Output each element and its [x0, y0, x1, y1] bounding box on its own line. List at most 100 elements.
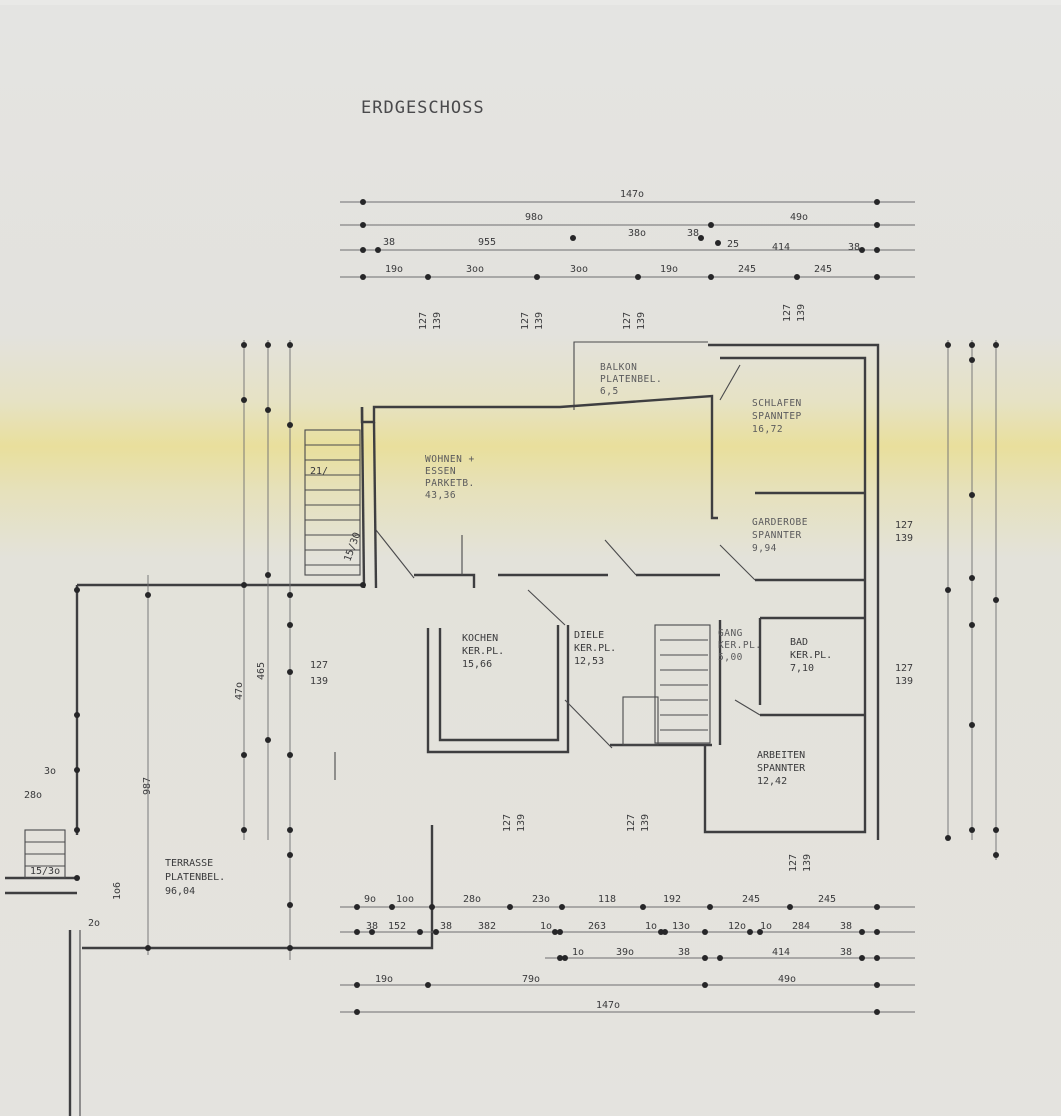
svg-text:127: 127 [418, 312, 429, 330]
svg-text:38: 38 [678, 947, 690, 958]
svg-text:ARBEITEN: ARBEITEN [757, 750, 805, 761]
svg-text:49o: 49o [778, 974, 796, 985]
svg-text:SPANNTEP: SPANNTEP [752, 411, 802, 422]
room-label-garderobe: GARDEROBE SPANNTER 9,94 [752, 517, 808, 554]
svg-text:GARDEROBE: GARDEROBE [752, 517, 808, 528]
svg-text:28o: 28o [24, 790, 42, 801]
svg-text:127: 127 [502, 814, 513, 832]
svg-text:1o: 1o [760, 921, 772, 932]
svg-text:SPANNTER: SPANNTER [757, 763, 806, 774]
svg-text:38: 38 [848, 242, 860, 253]
svg-text:139: 139 [796, 304, 807, 322]
svg-text:382: 382 [478, 921, 496, 932]
svg-text:139: 139 [895, 533, 913, 544]
plan-title: ERDGESCHOSS [361, 98, 485, 118]
room-label-kochen: KOCHEN KER.PL. 15,66 [462, 633, 504, 670]
svg-text:955: 955 [478, 237, 496, 248]
svg-text:PLATENBEL.: PLATENBEL. [600, 374, 662, 385]
svg-text:414: 414 [772, 242, 790, 253]
paper-edge [0, 0, 1061, 5]
svg-text:1o6: 1o6 [112, 882, 123, 900]
room-label-schlafen: SCHLAFEN SPANNTEP 16,72 [752, 398, 802, 435]
svg-text:139: 139 [534, 312, 545, 330]
room-label-arbeiten: ARBEITEN SPANNTER 12,42 [757, 750, 806, 787]
svg-text:1o: 1o [572, 947, 584, 958]
svg-text:13o: 13o [672, 921, 690, 932]
svg-text:96,04: 96,04 [165, 886, 195, 897]
svg-text:ESSEN: ESSEN [425, 466, 456, 477]
svg-text:127: 127 [520, 312, 531, 330]
svg-text:23o: 23o [532, 894, 550, 905]
svg-text:263: 263 [588, 921, 606, 932]
svg-text:43,36: 43,36 [425, 490, 456, 501]
svg-text:139: 139 [640, 814, 651, 832]
svg-text:KER.PL.: KER.PL. [790, 650, 832, 661]
svg-text:12o: 12o [728, 921, 746, 932]
svg-text:1o: 1o [540, 921, 552, 932]
svg-text:38o: 38o [628, 228, 646, 239]
top-dimension-lines [340, 201, 915, 278]
svg-text:6,5: 6,5 [600, 386, 619, 397]
door-swings [375, 364, 761, 749]
svg-text:127: 127 [622, 312, 633, 330]
svg-text:139: 139 [432, 312, 443, 330]
svg-text:SPANNTER: SPANNTER [752, 530, 802, 541]
svg-text:PARKETB.: PARKETB. [425, 478, 475, 489]
svg-text:127: 127 [895, 520, 913, 531]
svg-text:12,53: 12,53 [574, 656, 604, 667]
room-label-gang: GANG KER.PL. 5,00 [718, 628, 762, 663]
svg-text:465: 465 [256, 662, 267, 680]
svg-text:WOHNEN +: WOHNEN + [425, 454, 475, 465]
svg-text:147o: 147o [596, 1000, 620, 1011]
stair-marks: 21/ 15/30 15/3o [30, 466, 363, 877]
svg-text:147o: 147o [620, 189, 644, 200]
svg-text:39o: 39o [616, 947, 634, 958]
svg-text:192: 192 [663, 894, 681, 905]
svg-text:127: 127 [782, 304, 793, 322]
svg-text:9o: 9o [364, 894, 376, 905]
room-label-bad: BAD KER.PL. 7,10 [790, 637, 832, 674]
bottom-dimension-dots [354, 904, 880, 1015]
left-dimension-lines [74, 340, 366, 960]
exterior-walls [360, 341, 880, 840]
svg-text:245: 245 [814, 264, 832, 275]
svg-text:3o: 3o [44, 766, 56, 777]
svg-text:19o: 19o [385, 264, 403, 275]
top-dimension-labels: 147o 98o 49o 38 955 38o 38 25 414 38 19o… [383, 189, 860, 275]
terrace-outline [5, 583, 434, 1116]
svg-text:47o: 47o [234, 682, 245, 700]
svg-text:12,42: 12,42 [757, 776, 787, 787]
svg-text:19o: 19o [375, 974, 393, 985]
svg-text:28o: 28o [463, 894, 481, 905]
svg-text:127: 127 [310, 660, 328, 671]
svg-text:245: 245 [738, 264, 756, 275]
svg-text:PLATENBEL.: PLATENBEL. [165, 872, 225, 883]
svg-text:79o: 79o [522, 974, 540, 985]
room-label-terrasse: TERRASSE PLATENBEL. 96,04 [165, 858, 225, 897]
right-dimension-lines [945, 340, 999, 860]
svg-text:38: 38 [383, 237, 395, 248]
svg-text:KER.PL.: KER.PL. [574, 643, 616, 654]
svg-text:KER.PL.: KER.PL. [718, 640, 762, 651]
svg-text:152: 152 [388, 921, 406, 932]
svg-text:15,66: 15,66 [462, 659, 492, 670]
svg-text:284: 284 [792, 921, 810, 932]
opening-labels: 127 139 127 139 127 139 127 139 127 139 … [310, 304, 913, 872]
svg-text:127: 127 [788, 854, 799, 872]
svg-text:25: 25 [727, 239, 739, 250]
svg-text:19o: 19o [660, 264, 678, 275]
top-dimension-dots [360, 199, 880, 280]
svg-text:TERRASSE: TERRASSE [165, 858, 213, 869]
bottom-dimension-labels: 9o 1oo 28o 23o 118 192 245 245 38 152 38… [364, 894, 852, 1011]
svg-text:2o: 2o [88, 918, 100, 929]
svg-text:139: 139 [310, 676, 328, 687]
svg-text:KOCHEN: KOCHEN [462, 633, 498, 644]
svg-text:139: 139 [636, 312, 647, 330]
svg-text:38: 38 [687, 228, 699, 239]
svg-text:987: 987 [142, 777, 153, 795]
svg-text:21/: 21/ [310, 466, 328, 477]
svg-text:DIELE: DIELE [574, 630, 604, 641]
svg-text:BALKON: BALKON [600, 362, 637, 373]
misc-marks: 2o 987 465 47o 28o 3o 1o6 [24, 662, 267, 929]
